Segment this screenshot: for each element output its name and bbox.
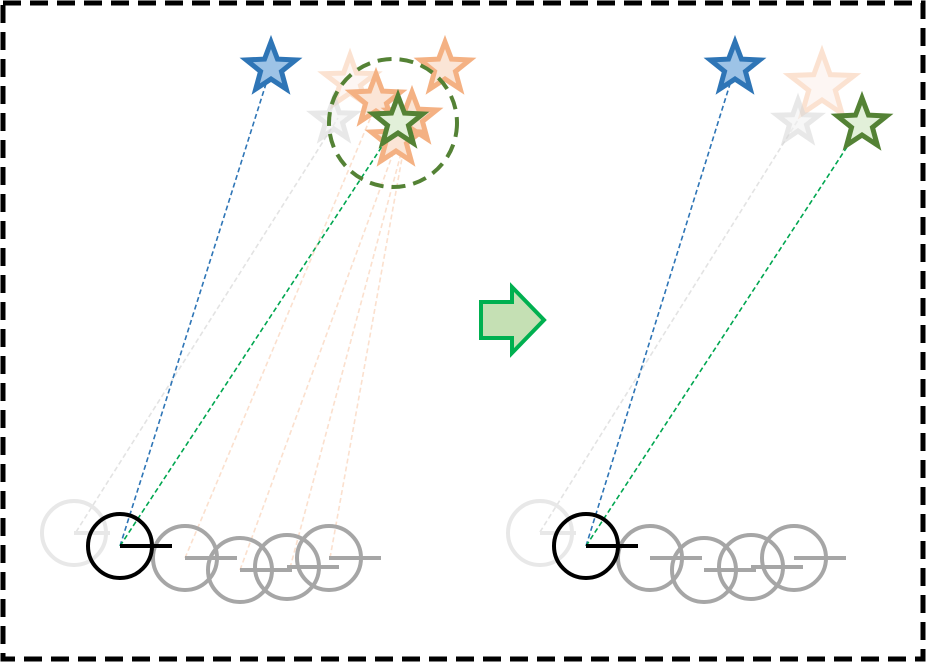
star-shape — [703, 34, 767, 95]
dashed-circle-icon — [327, 57, 459, 189]
robot-gray-4 — [760, 524, 846, 592]
right-panel — [506, 34, 894, 604]
ray-orange-3 — [289, 119, 411, 569]
left-stars — [239, 34, 477, 167]
ray-blue — [119, 67, 272, 547]
robot-faded — [506, 499, 576, 567]
star-shape — [413, 34, 477, 95]
star-shape — [344, 66, 408, 127]
robot-current — [86, 512, 172, 580]
left-robots — [40, 499, 381, 604]
robot-gray-2 — [206, 536, 292, 604]
robot-gray-1 — [616, 524, 702, 592]
star-icon — [830, 90, 894, 151]
robot-gray-3 — [717, 533, 803, 601]
robot-gray-2 — [670, 536, 756, 604]
ray-green — [585, 123, 863, 547]
star-icon — [366, 88, 430, 149]
right-robots — [506, 499, 846, 604]
star-icon — [239, 34, 303, 95]
star-shape — [830, 90, 894, 151]
star-shape — [782, 44, 862, 120]
star-icon — [703, 34, 767, 95]
robot-gray-1 — [151, 524, 237, 592]
robot-faded — [40, 499, 110, 567]
star-icon — [770, 92, 826, 146]
star-icon — [364, 106, 428, 167]
robot-gray-4 — [295, 524, 381, 592]
left-panel — [40, 34, 477, 604]
left-rays — [75, 67, 411, 571]
right-rays — [539, 67, 863, 547]
star-icon — [306, 90, 362, 144]
ray-orange-2 — [239, 139, 399, 571]
ray-orange-1 — [184, 99, 379, 559]
star-shape — [366, 88, 430, 149]
ray-orange-4 — [329, 157, 403, 559]
ray-faded-gray — [539, 119, 799, 533]
right-arrow-icon — [479, 282, 547, 358]
star-shape — [770, 92, 826, 146]
robot-gray-3 — [253, 533, 339, 601]
ray-blue — [585, 67, 736, 547]
ray-faded-gray — [75, 117, 339, 533]
star-shape — [364, 106, 428, 167]
star-icon — [782, 44, 862, 120]
star-shape — [306, 90, 362, 144]
star-icon — [413, 34, 477, 95]
ray-green — [119, 121, 399, 547]
star-icon — [344, 66, 408, 127]
right-stars — [703, 34, 894, 151]
robot-current — [552, 512, 638, 580]
star-shape — [239, 34, 303, 95]
